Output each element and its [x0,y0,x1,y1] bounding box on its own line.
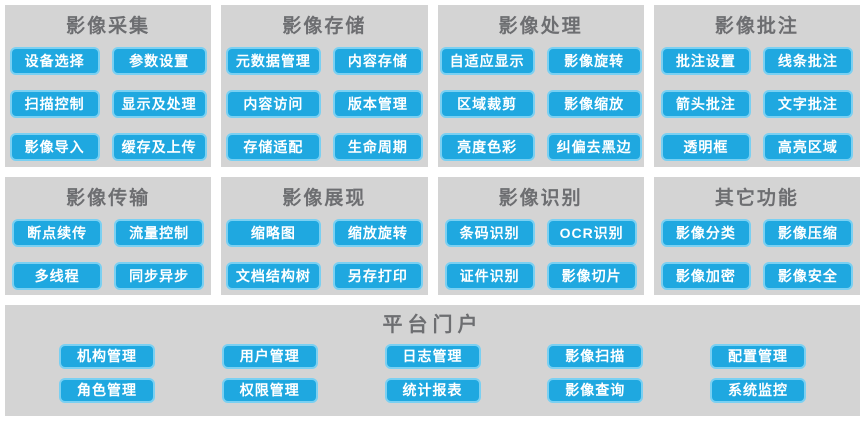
panel-image-annotation: 影像批注 批注设置 线条批注 箭头批注 文字批注 透明框 高亮区域 [653,5,860,167]
button-grid: 影像分类 影像压缩 影像加密 影像安全 [654,219,860,290]
panel-other-functions: 其它功能 影像分类 影像压缩 影像加密 影像安全 [653,177,860,295]
button-image-encryption[interactable]: 影像加密 [660,262,751,290]
button-lifecycle[interactable]: 生命周期 [332,133,423,161]
button-content-access[interactable]: 内容访问 [225,90,321,118]
button-permission-management[interactable]: 权限管理 [221,378,318,403]
button-log-management[interactable]: 日志管理 [384,344,481,369]
button-line-annotation[interactable]: 线条批注 [762,47,853,75]
panel-image-processing: 影像处理 自适应显示 影像旋转 区域裁剪 影像缩放 亮度色彩 纠偏去黑边 [437,5,644,167]
button-region-crop[interactable]: 区域裁剪 [439,90,535,118]
button-parameter-settings[interactable]: 参数设置 [111,47,207,75]
button-grid: 缩略图 缩放旋转 文档结构树 另存打印 [221,219,427,290]
button-image-import[interactable]: 影像导入 [9,133,100,161]
button-role-management[interactable]: 角色管理 [59,378,155,403]
button-sync-async[interactable]: 同步异步 [114,262,205,290]
panel-row-middle: 影像传输 断点续传 流量控制 多线程 同步异步 影像展现 缩略图 缩放旋转 文档… [5,177,860,295]
panel-image-display: 影像展现 缩略图 缩放旋转 文档结构树 另存打印 [221,177,428,295]
button-version-management[interactable]: 版本管理 [332,90,423,118]
panel-title-other-functions: 其它功能 [714,188,799,209]
button-zoom-rotate[interactable]: 缩放旋转 [332,219,423,247]
button-content-storage[interactable]: 内容存储 [332,47,423,75]
button-arrow-annotation[interactable]: 箭头批注 [660,90,751,118]
button-id-recognition[interactable]: 证件识别 [444,262,535,290]
button-config-management[interactable]: 配置管理 [710,344,806,369]
button-doc-structure-tree[interactable]: 文档结构树 [225,262,321,290]
button-grid: 元数据管理 内容存储 内容访问 版本管理 存储适配 生命周期 [221,47,427,161]
panel-title-image-processing: 影像处理 [498,16,583,37]
panel-title-image-recognition: 影像识别 [498,188,583,209]
panel-title-image-annotation: 影像批注 [714,16,799,37]
panel-image-storage: 影像存储 元数据管理 内容存储 内容访问 版本管理 存储适配 生命周期 [221,5,428,167]
button-image-rotation[interactable]: 影像旋转 [546,47,642,75]
button-multi-thread[interactable]: 多线程 [12,262,103,290]
button-grid: 条码识别 OCR识别 证件识别 影像切片 [438,219,644,290]
button-image-query[interactable]: 影像查询 [547,378,644,403]
button-text-annotation[interactable]: 文字批注 [762,90,853,118]
button-grid: 批注设置 线条批注 箭头批注 文字批注 透明框 高亮区域 [654,47,860,161]
button-thumbnail[interactable]: 缩略图 [225,219,321,247]
button-user-management[interactable]: 用户管理 [221,344,318,369]
button-image-compression[interactable]: 影像压缩 [762,219,853,247]
button-device-selection[interactable]: 设备选择 [9,47,100,75]
button-storage-adaptation[interactable]: 存储适配 [225,133,321,161]
button-metadata-management[interactable]: 元数据管理 [225,47,321,75]
panel-title-image-storage: 影像存储 [282,16,367,37]
button-highlight-area[interactable]: 高亮区域 [762,133,853,161]
panel-platform-portal: 平台门户 机构管理 用户管理 日志管理 影像扫描 配置管理 角色管理 权限管理 … [5,305,860,416]
button-annotation-settings[interactable]: 批注设置 [660,47,751,75]
button-save-print[interactable]: 另存打印 [332,262,423,290]
button-image-security[interactable]: 影像安全 [762,262,853,290]
button-grid: 断点续传 流量控制 多线程 同步异步 [5,219,211,290]
panel-title-image-capture: 影像采集 [66,16,151,37]
button-barcode-recognition[interactable]: 条码识别 [444,219,535,247]
button-brightness-color[interactable]: 亮度色彩 [439,133,535,161]
button-system-monitor[interactable]: 系统监控 [710,378,806,403]
button-ocr-recognition[interactable]: OCR识别 [546,219,637,247]
button-grid: 自适应显示 影像旋转 区域裁剪 影像缩放 亮度色彩 纠偏去黑边 [438,47,644,161]
button-image-zoom[interactable]: 影像缩放 [546,90,642,118]
button-flow-control[interactable]: 流量控制 [114,219,205,247]
panel-title-image-transmission: 影像传输 [66,188,151,209]
panel-title-image-display: 影像展现 [282,188,367,209]
button-display-processing[interactable]: 显示及处理 [111,90,207,118]
button-image-slicing[interactable]: 影像切片 [546,262,637,290]
portal-button-grid: 机构管理 用户管理 日志管理 影像扫描 配置管理 角色管理 权限管理 统计报表 … [5,344,860,403]
button-adaptive-display[interactable]: 自适应显示 [439,47,535,75]
button-scan-control[interactable]: 扫描控制 [9,90,100,118]
button-org-management[interactable]: 机构管理 [59,344,155,369]
panel-image-capture: 影像采集 设备选择 参数设置 扫描控制 显示及处理 影像导入 缓存及上传 [5,5,212,167]
button-deskew-black-edge[interactable]: 纠偏去黑边 [546,133,642,161]
button-statistics-report[interactable]: 统计报表 [384,378,481,403]
button-grid: 设备选择 参数设置 扫描控制 显示及处理 影像导入 缓存及上传 [5,47,211,161]
button-resume-transfer[interactable]: 断点续传 [12,219,103,247]
button-cache-upload[interactable]: 缓存及上传 [111,133,207,161]
button-image-classification[interactable]: 影像分类 [660,219,751,247]
panel-title-platform-portal: 平台门户 [382,314,483,336]
panel-image-transmission: 影像传输 断点续传 流量控制 多线程 同步异步 [5,177,212,295]
button-transparent-box[interactable]: 透明框 [660,133,751,161]
panel-row-top: 影像采集 设备选择 参数设置 扫描控制 显示及处理 影像导入 缓存及上传 影像存… [5,5,860,167]
panel-image-recognition: 影像识别 条码识别 OCR识别 证件识别 影像切片 [437,177,644,295]
button-image-scan[interactable]: 影像扫描 [547,344,644,369]
